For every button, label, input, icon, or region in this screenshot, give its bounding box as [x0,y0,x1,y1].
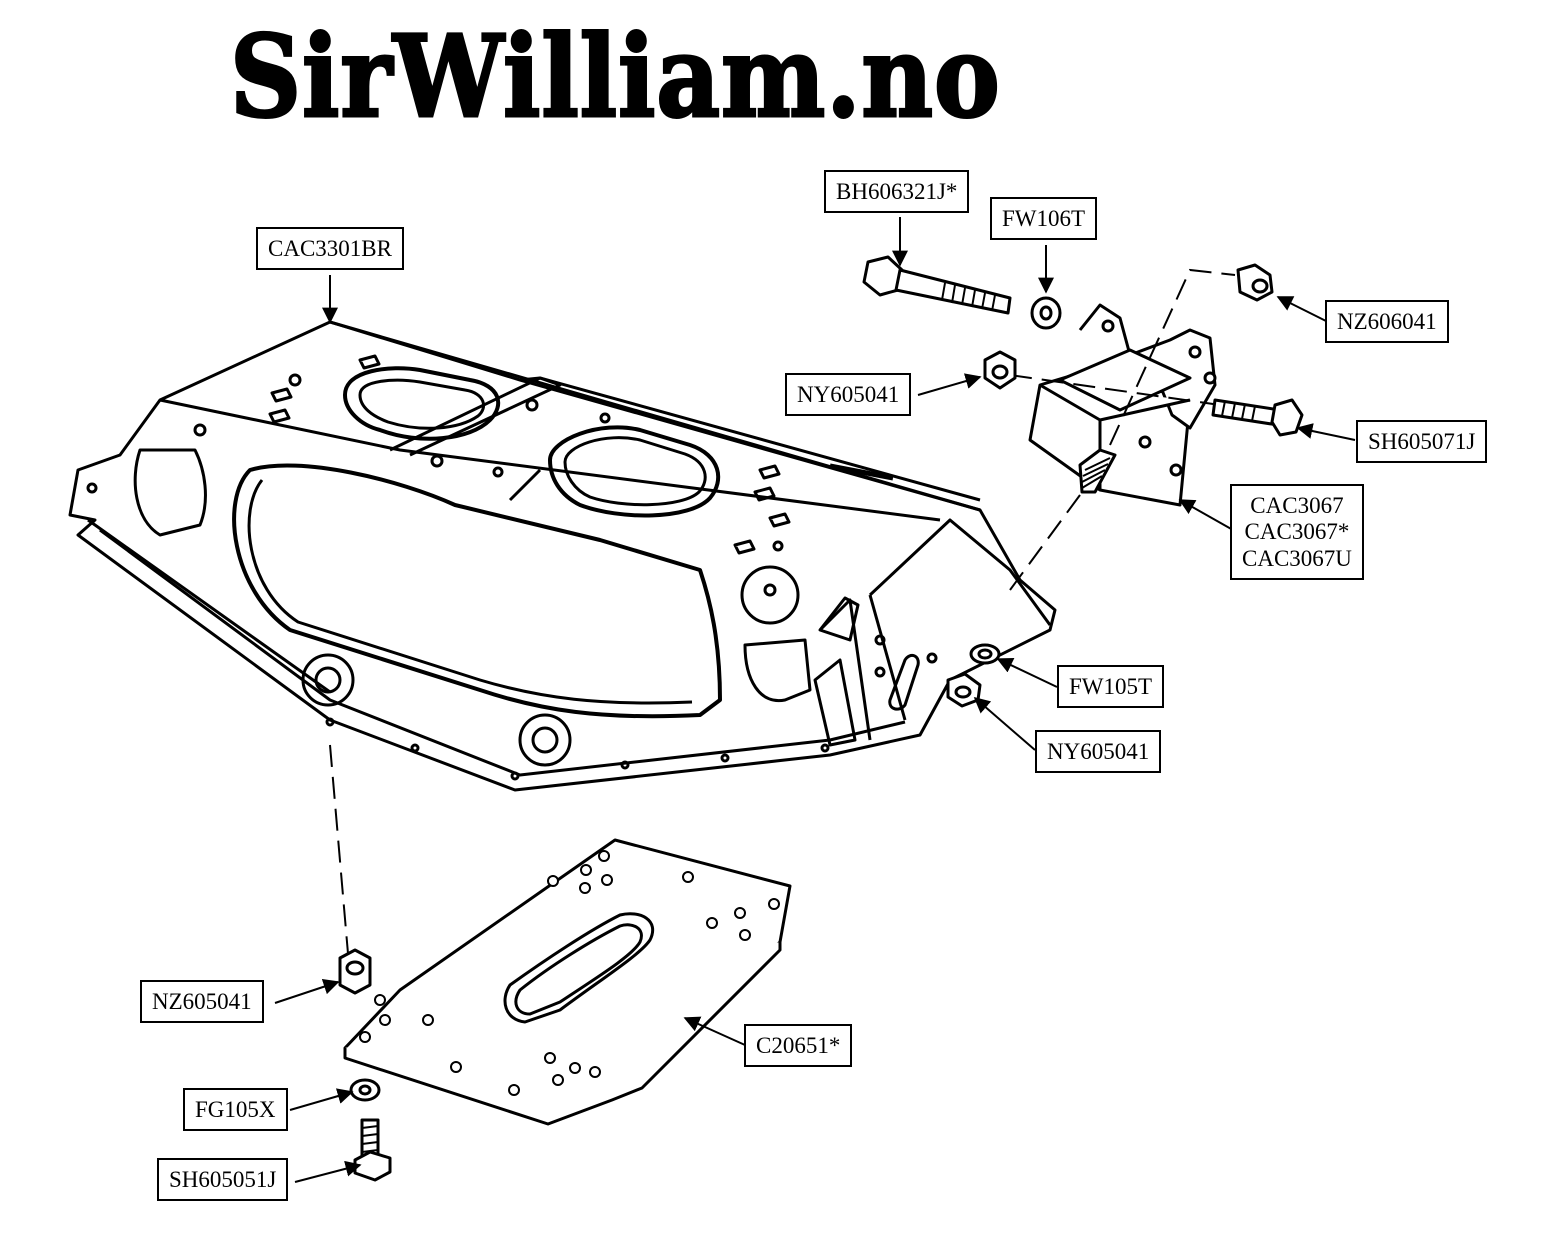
label-cac3067-line1: CAC3067 [1250,493,1344,518]
label-bh606321j: BH606321J* [824,170,970,214]
label-fw106t: FW106T [990,197,1098,241]
label-ny605041-lower: NY605041 [1035,730,1162,774]
label-sh605051j: SH605051J [157,1158,289,1202]
label-cac3067: CAC3067 CAC3067* CAC3067U [1230,484,1364,581]
label-fw105t: FW105T [1057,665,1165,709]
label-fg105x: FG105X [183,1088,288,1132]
mounting-bracket [1028,303,1217,507]
hardware [338,255,1304,1182]
mounting-plate [343,838,792,1126]
label-nz605041: NZ605041 [140,980,264,1024]
label-cac3301br: CAC3301BR [256,227,404,271]
label-c20651: C20651* [744,1024,853,1068]
label-cac3067-line3: CAC3067U [1242,545,1352,571]
label-nz606041: NZ606041 [1325,300,1449,344]
label-cac3067-line2: CAC3067* [1244,519,1350,545]
label-ny605041-upper: NY605041 [785,373,912,417]
leader-lines [274,217,1356,1183]
site-logo: SirWilliam.no [229,12,1001,143]
label-sh605071j: SH605071J [1356,420,1488,464]
chassis-crossmember [68,320,1057,792]
